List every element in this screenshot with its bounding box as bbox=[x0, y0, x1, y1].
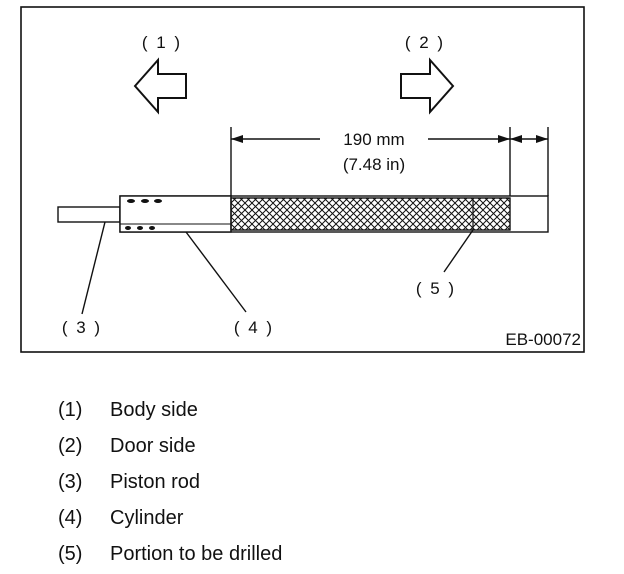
legend-item: (1) Body side bbox=[58, 392, 282, 428]
piston-rod bbox=[57, 206, 121, 223]
dimension-imperial: (7.48 in) bbox=[343, 155, 405, 174]
callout-3-label: ( 3 ) bbox=[62, 318, 102, 337]
diagram-frame bbox=[20, 6, 585, 353]
legend-number: (3) bbox=[58, 470, 83, 493]
legend-number: (5) bbox=[58, 542, 83, 565]
dimension-metric: 190 mm bbox=[343, 130, 404, 149]
leader-3 bbox=[81, 221, 106, 315]
legend-item: (5) Portion to be drilled bbox=[58, 536, 282, 572]
drilled-portion bbox=[230, 197, 511, 231]
figure-code: EB-00072 bbox=[505, 330, 581, 349]
legend-text: Portion to be drilled bbox=[110, 542, 283, 565]
legend-item: (4) Cylinder bbox=[58, 500, 282, 536]
callout-5-label: ( 5 ) bbox=[416, 279, 456, 298]
legend-number: (2) bbox=[58, 434, 83, 457]
body-side-arrow-icon bbox=[133, 57, 187, 115]
legend-number: (4) bbox=[58, 506, 83, 529]
callout-1-label: ( 1 ) bbox=[142, 33, 182, 52]
legend-text: Body side bbox=[110, 398, 198, 421]
legend-item: (2) Door side bbox=[58, 428, 282, 464]
leader-4 bbox=[185, 231, 247, 313]
callout-4-label: ( 4 ) bbox=[234, 318, 274, 337]
dimension-190mm bbox=[230, 127, 549, 196]
legend-text: Door side bbox=[110, 434, 196, 457]
door-side-arrow-icon bbox=[400, 57, 455, 115]
legend-text: Cylinder bbox=[110, 506, 184, 529]
legend-number: (1) bbox=[58, 398, 83, 421]
callout-2-label: ( 2 ) bbox=[405, 33, 445, 52]
legend-item: (3) Piston rod bbox=[58, 464, 282, 500]
legend-text: Piston rod bbox=[110, 470, 201, 493]
leader-5 bbox=[443, 229, 474, 273]
diagram-figure: ( 1 ) ( 2 ) 190 mm (7.48 in) ( bbox=[20, 6, 585, 353]
legend-list: (1)Body side (2)Door side (3)Piston rod … bbox=[58, 392, 282, 572]
